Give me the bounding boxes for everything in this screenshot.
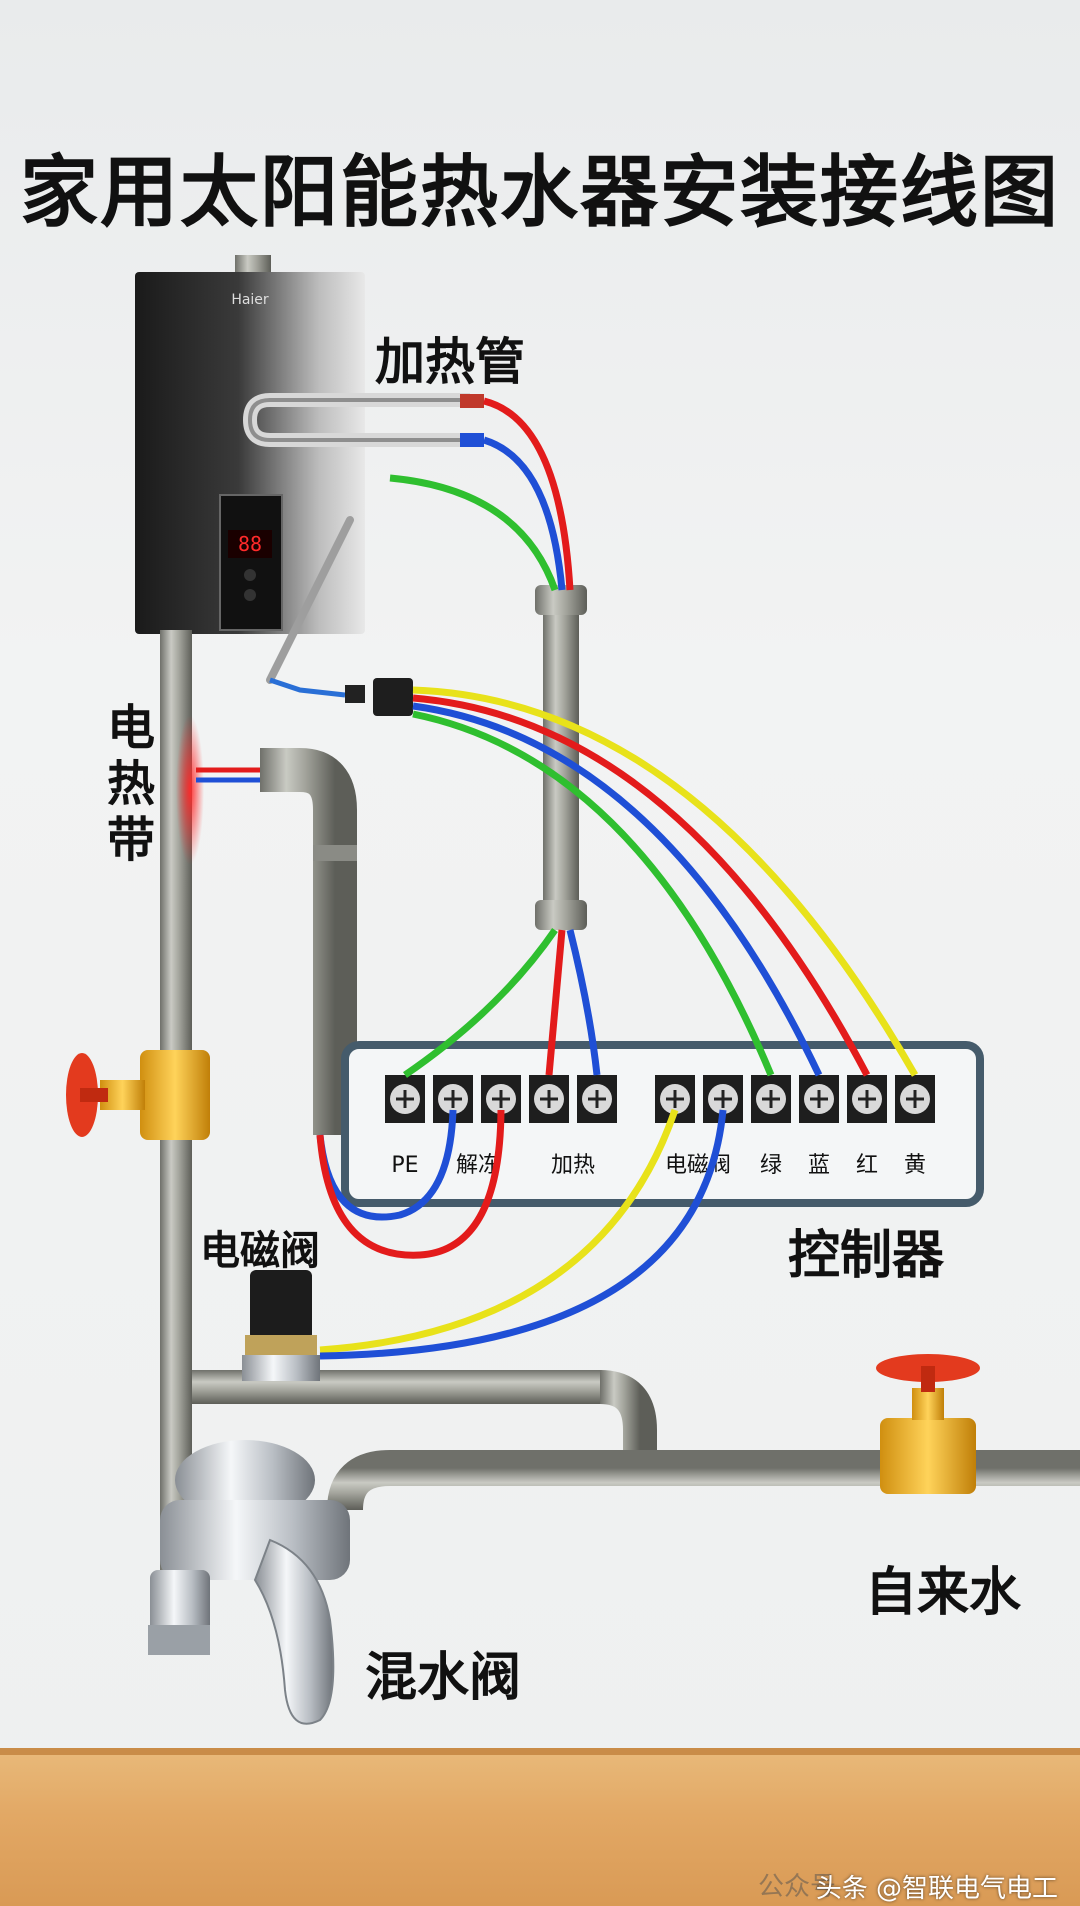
- controller-terminals: [385, 1075, 935, 1123]
- wooden-floor: [0, 1755, 1080, 1906]
- terminal-label-pe: PE: [391, 1153, 418, 1178]
- wire-heat-red: [545, 929, 566, 1076]
- secondary-pipe: [260, 748, 357, 1135]
- wire-pe-green: [403, 928, 558, 1078]
- solenoid-valve-label: 电磁阀: [200, 1228, 320, 1274]
- junction-block: [373, 678, 413, 716]
- wire-heat-blue: [566, 929, 601, 1076]
- heating-tube-label: 加热管: [375, 333, 525, 391]
- watermark-prefix: 公众号: [758, 1872, 837, 1902]
- mixing-valve-icon: [148, 1440, 350, 1725]
- wire-sensor-yellow: [412, 686, 919, 1077]
- terminal-9: [799, 1075, 839, 1123]
- connector-bottom-cap: [535, 900, 587, 930]
- terminal-label-blue: 蓝: [808, 1153, 830, 1178]
- controller-box: PE 解冻 加热 电磁阀 绿 蓝 红 黄: [341, 1041, 984, 1207]
- watermark: 头条 @智联电气电工: [815, 1874, 1058, 1904]
- heater-display-panel: [219, 494, 283, 631]
- heating-band-glow: [176, 715, 204, 865]
- pipe-coupling: [313, 845, 357, 861]
- terminal-label-green: 绿: [760, 1153, 782, 1178]
- terminal-5: [577, 1075, 617, 1123]
- heater-body: [135, 272, 365, 634]
- tap-water-pipe: [327, 1450, 1080, 1512]
- terminal-labels: PE 解冻 加热 电磁阀 绿 蓝 红 黄: [391, 1153, 926, 1178]
- heater-button-icon: [244, 589, 256, 601]
- heater-button-icon: [244, 569, 256, 581]
- solenoid-valve-icon: [242, 1270, 320, 1381]
- wire-heater-red: [483, 397, 574, 591]
- terminal-8: [751, 1075, 791, 1123]
- wire-sensor-green: [412, 710, 775, 1077]
- wire-solenoid-yellow: [319, 1108, 679, 1354]
- floor-edge: [0, 1748, 1080, 1758]
- wire-solenoid-blue: [319, 1109, 727, 1360]
- terminal-1: [385, 1075, 425, 1123]
- left-gate-valve-icon: [66, 1050, 210, 1140]
- heater-top-pipe: [235, 255, 271, 275]
- heating-element-icon: [242, 393, 484, 447]
- wire-defrost-red: [316, 1109, 505, 1259]
- right-gate-valve-icon: [876, 1354, 980, 1494]
- terminal-label-red: 红: [856, 1153, 878, 1178]
- heater-display-screen: [228, 530, 272, 558]
- terminal-label-yellow: 黄: [904, 1153, 926, 1178]
- terminal-11: [895, 1075, 935, 1123]
- water-heater: 88 Haier: [135, 255, 365, 634]
- heater-brand: Haier: [231, 292, 269, 308]
- wire-heater-blue: [482, 436, 566, 591]
- terminal-4: [529, 1075, 569, 1123]
- heater-display-digits: 88: [238, 532, 262, 556]
- terminal-label-solenoid: 电磁阀: [665, 1153, 731, 1178]
- probe-connector: [345, 685, 365, 703]
- tap-water-label: 自来水: [865, 1563, 1022, 1623]
- temperature-probe: [266, 516, 354, 684]
- terminal-label-heat: 加热: [551, 1153, 595, 1178]
- pipe-elbow: [598, 1370, 657, 1450]
- wire-sensor-red: [412, 694, 871, 1077]
- heating-band-label: 电热带: [106, 700, 155, 868]
- controller-label: 控制器: [788, 1226, 945, 1286]
- wire-sensor-blue: [412, 702, 823, 1077]
- probe-wire: [269, 677, 346, 698]
- terminal-10: [847, 1075, 887, 1123]
- page-title: 家用太阳能热水器安装接线图: [19, 148, 1060, 238]
- connector-top-cap: [535, 585, 587, 615]
- mixing-valve-label: 混水阀: [365, 1648, 522, 1708]
- wire-heater-green: [389, 474, 559, 592]
